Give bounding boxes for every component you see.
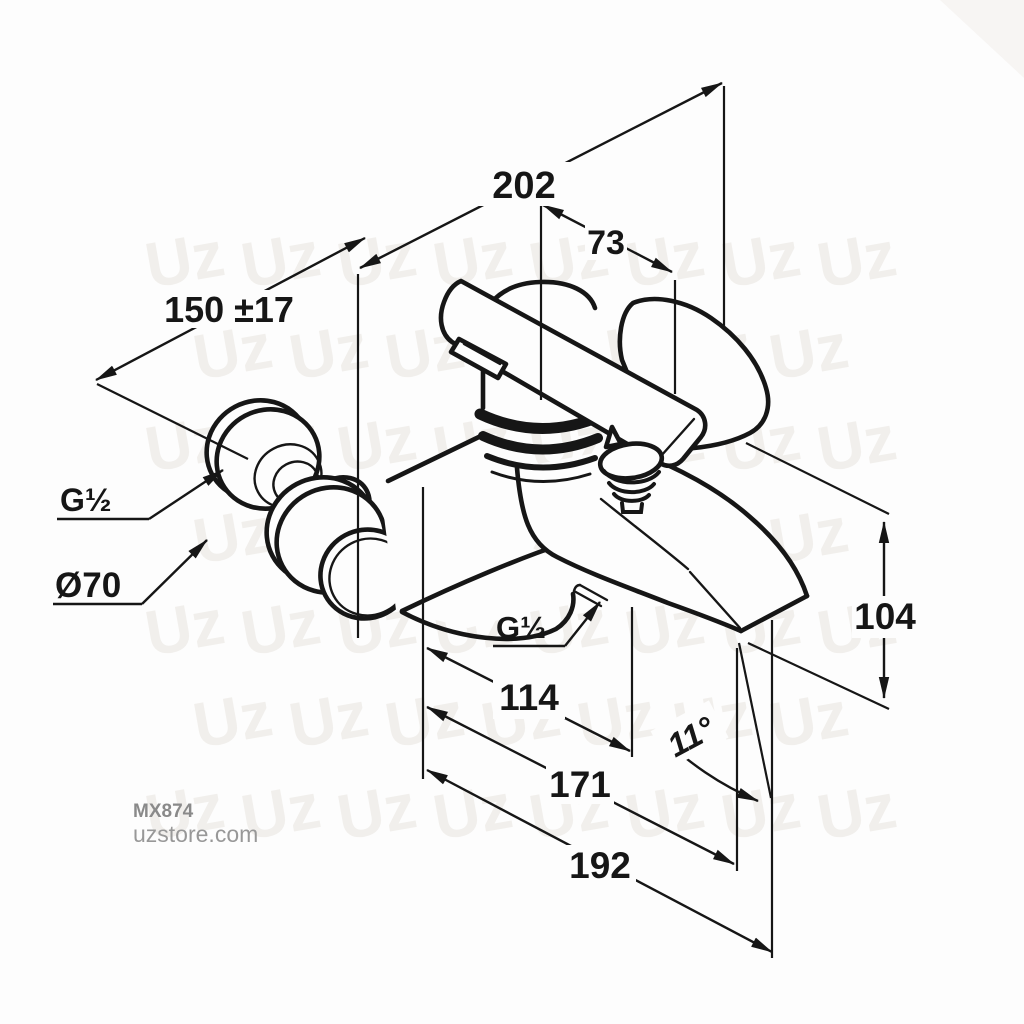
diverter-knob <box>597 424 665 514</box>
watermark-tile: Uz <box>812 401 902 485</box>
witness-104-top <box>745 442 890 515</box>
watermark-tile: Uz <box>716 769 806 853</box>
corner-shade <box>940 0 1024 78</box>
watermark-tile: Uz <box>236 769 326 853</box>
leader-g-half-outlet <box>493 601 601 648</box>
watermark-tile: Uz <box>284 677 374 761</box>
product-code-text: MX874 <box>133 801 194 822</box>
watermark-tile: Uz <box>188 677 278 761</box>
leader-dia70 <box>53 539 208 606</box>
dim-label-114: 114 <box>499 677 559 718</box>
watermark-tile: Uz <box>140 769 230 853</box>
store-watermark: MX874 uzstore.com <box>133 801 258 847</box>
diameter-label-70: Ø70 <box>55 566 121 605</box>
watermark-tile: Uz <box>764 309 854 393</box>
watermark-tile: Uz <box>140 585 230 669</box>
watermark-tile: Uz <box>620 217 710 301</box>
dimension-annotations: 202 73 150 ±17 G½ Ø70 G½ 104 114 171 192… <box>53 81 918 958</box>
dim-label-73: 73 <box>587 224 625 262</box>
store-site-text: uzstore.com <box>133 821 258 847</box>
spout <box>514 445 810 634</box>
dim-label-192: 192 <box>569 845 631 886</box>
witness-wall-plane <box>96 383 249 460</box>
watermark-tile: Uz <box>236 585 326 669</box>
dim-label-150: 150 ±17 <box>164 289 294 330</box>
watermark-tile: Uz <box>572 677 662 761</box>
watermark-tile: Uz <box>812 769 902 853</box>
watermark-tile: Uz <box>764 677 854 761</box>
watermark-tile: Uz <box>812 217 902 301</box>
watermark-tile: Uz <box>716 217 806 301</box>
watermark-tile: Uz <box>380 677 470 761</box>
leader-g-half-inlet <box>57 468 224 521</box>
watermark-tile: Uz <box>332 769 422 853</box>
dim-label-104: 104 <box>854 596 916 637</box>
dim-label-202: 202 <box>492 165 555 207</box>
dim-label-171: 171 <box>549 764 611 805</box>
thread-label-outlet: G½ <box>496 610 546 645</box>
thread-label-inlet: G½ <box>60 482 112 518</box>
faucet-illustration <box>204 278 810 642</box>
lever-slot-detail <box>448 336 509 381</box>
